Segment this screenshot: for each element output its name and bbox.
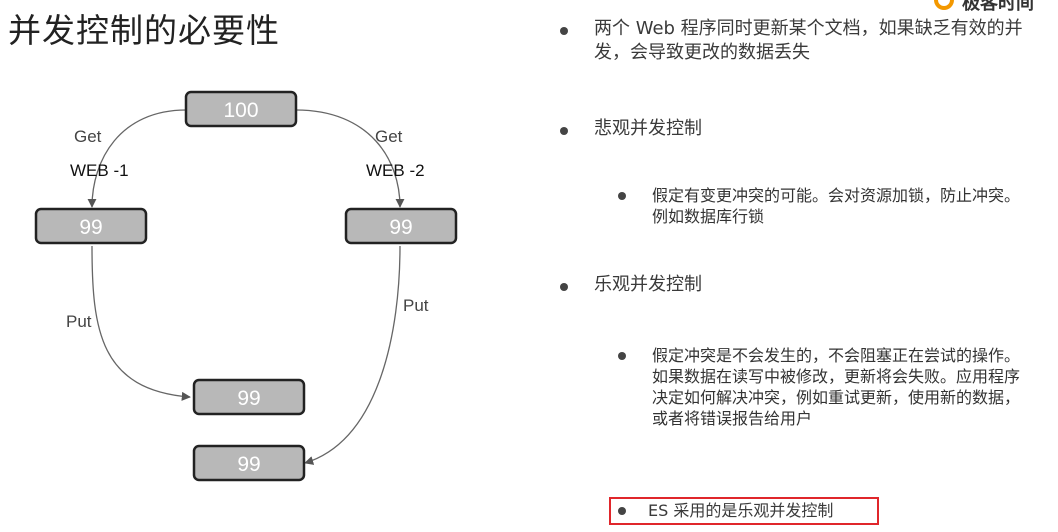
edge-label-right-get: Get (375, 127, 403, 146)
bullet-dot (560, 283, 568, 291)
bullet-dot (560, 127, 568, 135)
bullet-dot (560, 27, 568, 35)
bullet-es-optimistic: ES 采用的是乐观并发控制 (618, 500, 888, 522)
bullet-text: 乐观并发控制 (594, 274, 702, 295)
node-top-100: 100 (184, 90, 298, 128)
highlight-box (609, 497, 879, 525)
bullet-dot (618, 507, 626, 515)
edge-label-left-get: Get (74, 127, 102, 146)
logo-icon (934, 0, 954, 10)
edge-get-left (87, 109, 187, 208)
edge-get-right (295, 109, 405, 208)
edge-label-right-put: Put (403, 296, 429, 315)
bullet-dot (618, 352, 626, 360)
edge-label-right-web: WEB -2 (366, 161, 425, 180)
node-left-99: 99 (34, 207, 148, 245)
slide-title: 并发控制的必要性 (8, 11, 280, 50)
node-bottom1-99: 99 (192, 378, 306, 416)
bullet-text: 悲观并发控制 (594, 118, 702, 139)
bullet-pessimistic-detail: 假定有变更冲突的可能。会对资源加锁，防止冲突。例如数据库行锁 (618, 185, 1030, 227)
edge-put-right (304, 245, 401, 465)
node-bottom1-value: 99 (237, 387, 260, 410)
bullet-text: 假定冲突是不会发生的，不会阻塞正在尝试的操作。如果数据在读写中被修改，更新将会失… (652, 346, 1021, 428)
bullet-text: 两个 Web 程序同时更新某个文档，如果缺乏有效的并发，会导致更改的数据丢失 (594, 18, 1023, 63)
logo-text: 极客时间 (962, 0, 1034, 14)
node-right-value: 99 (389, 216, 412, 239)
bullet-pessimistic: 悲观并发控制 (560, 117, 1024, 141)
edge-label-left-web: WEB -1 (70, 161, 129, 180)
node-right-99: 99 (344, 207, 458, 245)
bullet-optimistic: 乐观并发控制 (560, 273, 1024, 297)
edge-label-left-put: Put (66, 312, 92, 331)
bullet-concurrency-need: 两个 Web 程序同时更新某个文档，如果缺乏有效的并发，会导致更改的数据丢失 (560, 17, 1024, 65)
node-bottom2-value: 99 (237, 453, 260, 476)
bullet-dot (618, 192, 626, 200)
node-left-value: 99 (79, 216, 102, 239)
node-top-value: 100 (223, 99, 258, 122)
bullet-text: ES 采用的是乐观并发控制 (648, 501, 834, 520)
bullet-optimistic-detail: 假定冲突是不会发生的，不会阻塞正在尝试的操作。如果数据在读写中被修改，更新将会失… (618, 345, 1032, 429)
bullet-text: 假定有变更冲突的可能。会对资源加锁，防止冲突。例如数据库行锁 (652, 186, 1021, 226)
node-bottom2-99: 99 (192, 444, 306, 482)
brand-logo: 极客时间 (934, 0, 1058, 14)
edge-put-left (91, 245, 191, 401)
concurrency-diagram: Get WEB -1 Get WEB -2 Put Put 100 99 99 … (34, 90, 458, 482)
